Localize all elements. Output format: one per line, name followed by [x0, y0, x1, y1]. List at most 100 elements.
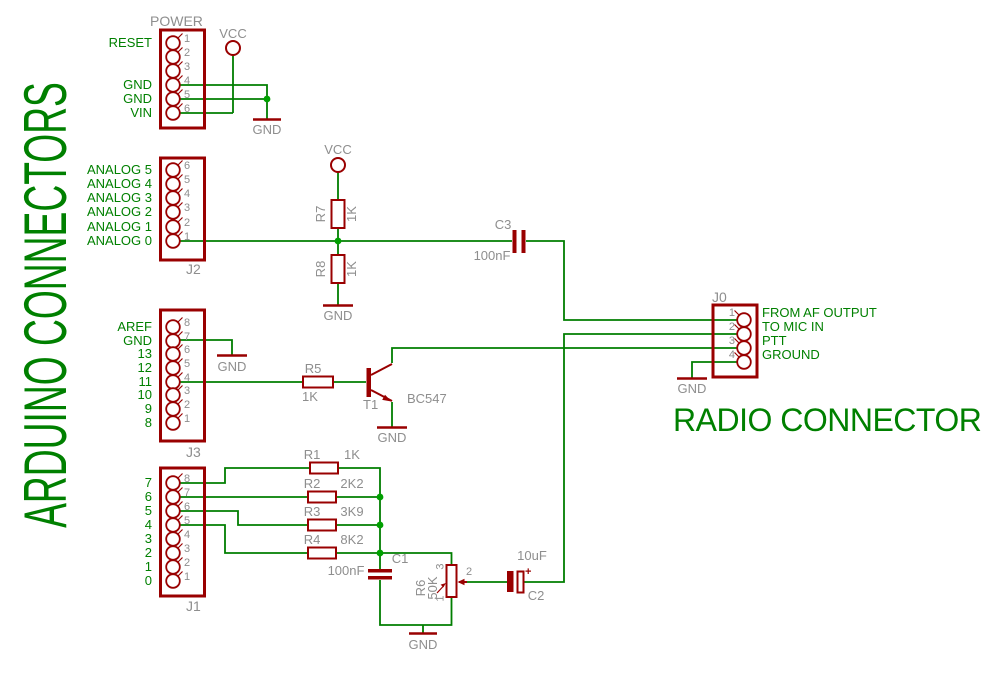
- signal-label-aref: AREF: [117, 319, 152, 334]
- r8-value: 1K: [344, 261, 359, 277]
- j1-title: J1: [186, 598, 201, 614]
- r2-ref: R2: [303, 476, 321, 491]
- pin-number: 3: [184, 61, 191, 73]
- r5-value: 1K: [302, 389, 318, 404]
- signal-label-vin: VIN: [130, 105, 152, 120]
- j3-title: J3: [186, 444, 201, 460]
- resistor-r1: [309, 461, 339, 475]
- pin-number: 6: [184, 160, 191, 172]
- vcc-label: VCC: [324, 142, 352, 157]
- signal-label-ground: GROUND: [762, 347, 820, 362]
- r3-value: 3K9: [340, 504, 364, 519]
- resistor-r8: [330, 254, 346, 284]
- j1-header: [159, 466, 206, 598]
- net-power: [180, 55, 268, 119]
- r1-ref: R1: [303, 447, 321, 462]
- resistor-r2: [307, 490, 337, 504]
- signal-label-3: 3: [144, 531, 152, 546]
- signal-label-0: 0: [144, 573, 152, 588]
- r7-value: 1K: [344, 206, 359, 222]
- pin-number: 2: [184, 399, 191, 411]
- t1-value: BC547: [407, 391, 447, 406]
- gnd-label: GND: [252, 122, 282, 137]
- power-title: POWER: [150, 13, 203, 29]
- r6-pin3: 3: [434, 563, 447, 570]
- net-analog0-to-af-output: [180, 240, 737, 321]
- pin-number: 1: [184, 413, 191, 425]
- pin-number: 3: [728, 335, 735, 347]
- pin-number: 1: [184, 33, 191, 45]
- signal-label-to-mic-in: TO MIC IN: [762, 319, 824, 334]
- r8-ref: R8: [313, 260, 328, 278]
- pin-number: 5: [184, 174, 191, 186]
- pin-number: 1: [184, 571, 191, 583]
- gnd-label: GND: [217, 359, 247, 374]
- gnd-label: GND: [408, 637, 438, 652]
- pin-number: 5: [184, 358, 191, 370]
- signal-label-analog1: ANALOG 1: [86, 219, 152, 234]
- signal-label-from-af-output: FROM AF OUTPUT: [762, 305, 877, 320]
- pin-number: 3: [184, 385, 191, 397]
- net-ptt: [391, 347, 737, 363]
- gnd-label: GND: [323, 308, 353, 323]
- signal-label-6: 6: [144, 489, 152, 504]
- signal-label-gnd: GND: [123, 77, 152, 92]
- pin-number: 6: [184, 501, 191, 513]
- signal-label-7: 7: [144, 475, 152, 490]
- j0-radio-header: [711, 303, 759, 379]
- power-header: [159, 28, 206, 130]
- signal-label-analog3: ANALOG 3: [86, 190, 152, 205]
- resistor-r4: [307, 546, 337, 560]
- pin-number: 3: [184, 543, 191, 555]
- potentiometer-r6: [436, 564, 467, 598]
- gnd-symbols: [217, 118, 707, 635]
- capacitor-c3: [512, 230, 526, 253]
- pin-number: 2: [184, 557, 191, 569]
- pin-number: 1: [184, 231, 191, 243]
- capacitor-c1: [368, 569, 392, 580]
- pin-number: 6: [184, 103, 191, 115]
- signal-label-12: 12: [137, 360, 152, 375]
- c2-plus-sign: +: [525, 566, 532, 578]
- transistor-t1: [366, 363, 393, 402]
- r6-pin1: 1: [434, 595, 447, 602]
- c1-value: 100nF: [327, 563, 365, 578]
- pin-number: 3: [184, 202, 191, 214]
- pin-number: 4: [184, 529, 191, 541]
- pin-number: 7: [184, 487, 191, 499]
- j2-title: J2: [186, 261, 201, 277]
- r3-ref: R3: [303, 504, 321, 519]
- signal-label-10: 10: [137, 387, 152, 402]
- j3-header: [159, 308, 206, 443]
- r5-ref: R5: [304, 361, 322, 376]
- c3-ref: C3: [494, 217, 512, 232]
- resistor-r3: [307, 518, 337, 532]
- pin-number: 5: [184, 89, 191, 101]
- pin-number: 2: [728, 321, 735, 333]
- net-j3-gnd: [180, 339, 233, 355]
- signal-label-analog4: ANALOG 4: [86, 176, 152, 191]
- signal-label-2: 2: [144, 545, 152, 560]
- t1-ref: T1: [363, 397, 379, 412]
- pin-number: 4: [184, 75, 191, 87]
- j2-header: [159, 156, 206, 262]
- signal-label-analog5: ANALOG 5: [86, 162, 152, 177]
- capacitor-c2: [507, 570, 525, 594]
- net-wiper-to-mic-in: [459, 333, 737, 583]
- pin-number: 4: [184, 188, 191, 200]
- c3-value: 100nF: [473, 248, 511, 263]
- pin-number: 4: [728, 349, 735, 361]
- r1-value: 1K: [344, 447, 360, 462]
- vcc-symbols: [225, 40, 346, 173]
- pin-number: 2: [184, 47, 191, 59]
- radio-connector-title: RADIO CONNECTOR: [673, 402, 982, 438]
- junction-dots: [263, 95, 384, 557]
- r7-ref: R7: [313, 205, 328, 223]
- pin-number: 8: [184, 473, 191, 485]
- signal-label-4: 4: [144, 517, 152, 532]
- resistor-r7: [330, 199, 346, 229]
- r4-value: 8K2: [340, 532, 364, 547]
- signal-label-analog0: ANALOG 0: [86, 233, 152, 248]
